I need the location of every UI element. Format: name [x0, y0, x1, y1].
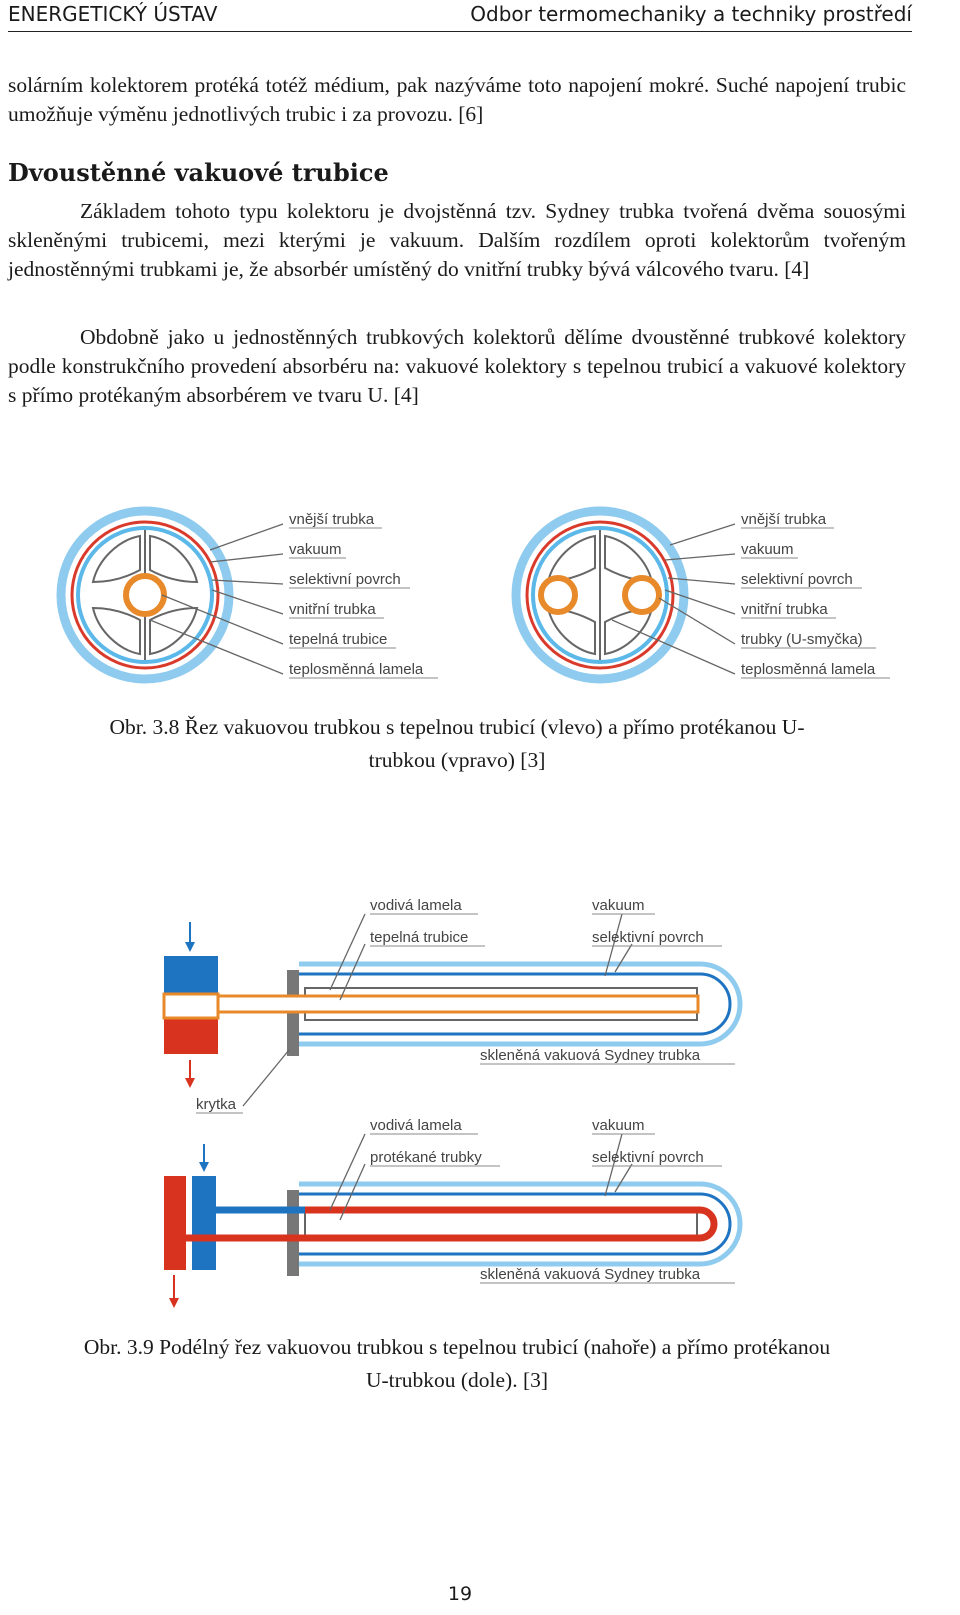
- label-sydney-tube-top: skleněná vakuová Sydney trubka: [480, 1047, 701, 1064]
- label-cap: krytka: [196, 1096, 237, 1113]
- label-sydney-tube-bottom: skleněná vakuová Sydney trubka: [480, 1266, 701, 1283]
- hot-header-bottom: [164, 1176, 186, 1270]
- cold-header-top: [164, 956, 218, 994]
- label-selective-surface-left: selektivní povrch: [289, 571, 401, 588]
- label-fin-left: teplosměnná lamela: [289, 661, 424, 678]
- caption-figure-3-8-line1: Obr. 3.8 Řez vakuovou trubkou s tepelnou…: [109, 715, 805, 739]
- cross-section-u-tube: vnější trubka vakuum selektivní povrch v…: [511, 506, 890, 684]
- figure-cross-sections: vnější trubka vakuum selektivní povrch v…: [56, 506, 890, 684]
- longitudinal-u-tube: vodivá lamela protékané trubky vakuum se…: [164, 1117, 743, 1308]
- label-flow-tubes-bottom: protékané trubky: [370, 1149, 482, 1166]
- label-selective-surface-right: selektivní povrch: [741, 571, 853, 588]
- label-u-loop-right: trubky (U-smyčka): [741, 631, 863, 648]
- label-inner-tube-left: vnitřní trubka: [289, 601, 376, 618]
- longitudinal-heat-pipe: vodivá lamela tepelná trubice vakuum sel…: [162, 897, 743, 1088]
- header-institute: ENERGETICKÝ ÚSTAV: [8, 2, 218, 26]
- label-fin-right: teplosměnná lamela: [741, 661, 876, 678]
- label-heat-pipe-top: tepelná trubice: [370, 929, 468, 946]
- caption-figure-3-8: Obr. 3.8 Řez vakuovou trubkou s tepelnou…: [8, 711, 906, 777]
- caption-figure-3-8-line2: trubkou (vpravo) [3]: [368, 748, 546, 772]
- cap-bottom: [287, 1190, 299, 1276]
- label-outer-tube-left: vnější trubka: [289, 511, 375, 528]
- hot-header-top: [164, 1018, 218, 1054]
- label-selective-surface-top: selektivní povrch: [592, 929, 704, 946]
- caption-figure-3-9-line1: Obr. 3.9 Podélný řez vakuovou trubkou s …: [83, 1335, 831, 1359]
- label-conductive-fin-bottom: vodivá lamela: [370, 1117, 462, 1134]
- label-outer-tube-right: vnější trubka: [741, 511, 827, 528]
- paragraph-division: Obdobně jako u jednostěnných trubkových …: [8, 325, 906, 407]
- figure-longitudinal-sections: vodivá lamela tepelná trubice vakuum sel…: [162, 897, 743, 1308]
- section-heading: Dvoustěnné vakuové trubice: [8, 158, 389, 187]
- label-vacuum-bottom: vakuum: [592, 1117, 645, 1134]
- label-conductive-fin-top: vodivá lamela: [370, 897, 462, 914]
- label-vacuum-right: vakuum: [741, 541, 794, 558]
- page-number: 19: [447, 1583, 473, 1605]
- header-department: Odbor termomechaniky a techniky prostřed…: [470, 2, 912, 26]
- label-vacuum-left: vakuum: [289, 541, 342, 558]
- cold-header-bottom: [192, 1176, 216, 1270]
- cross-section-heat-pipe: vnější trubka vakuum selektivní povrch v…: [56, 506, 438, 684]
- label-inner-tube-right: vnitřní trubka: [741, 601, 828, 618]
- caption-figure-3-9: Obr. 3.9 Podélný řez vakuovou trubkou s …: [8, 1331, 906, 1397]
- paragraph-intro: solárním kolektorem protéká totéž médium…: [8, 73, 906, 126]
- page-header: ENERGETICKÝ ÚSTAV Odbor termomechaniky a…: [8, 0, 912, 32]
- label-vacuum-top: vakuum: [592, 897, 645, 914]
- label-heat-pipe-left: tepelná trubice: [289, 631, 387, 648]
- label-selective-surface-bottom: selektivní povrch: [592, 1149, 704, 1166]
- caption-figure-3-9-line2: U-trubkou (dole). [3]: [365, 1368, 549, 1392]
- paragraph-sydney: Základem tohoto typu kolektoru je dvojst…: [8, 199, 906, 281]
